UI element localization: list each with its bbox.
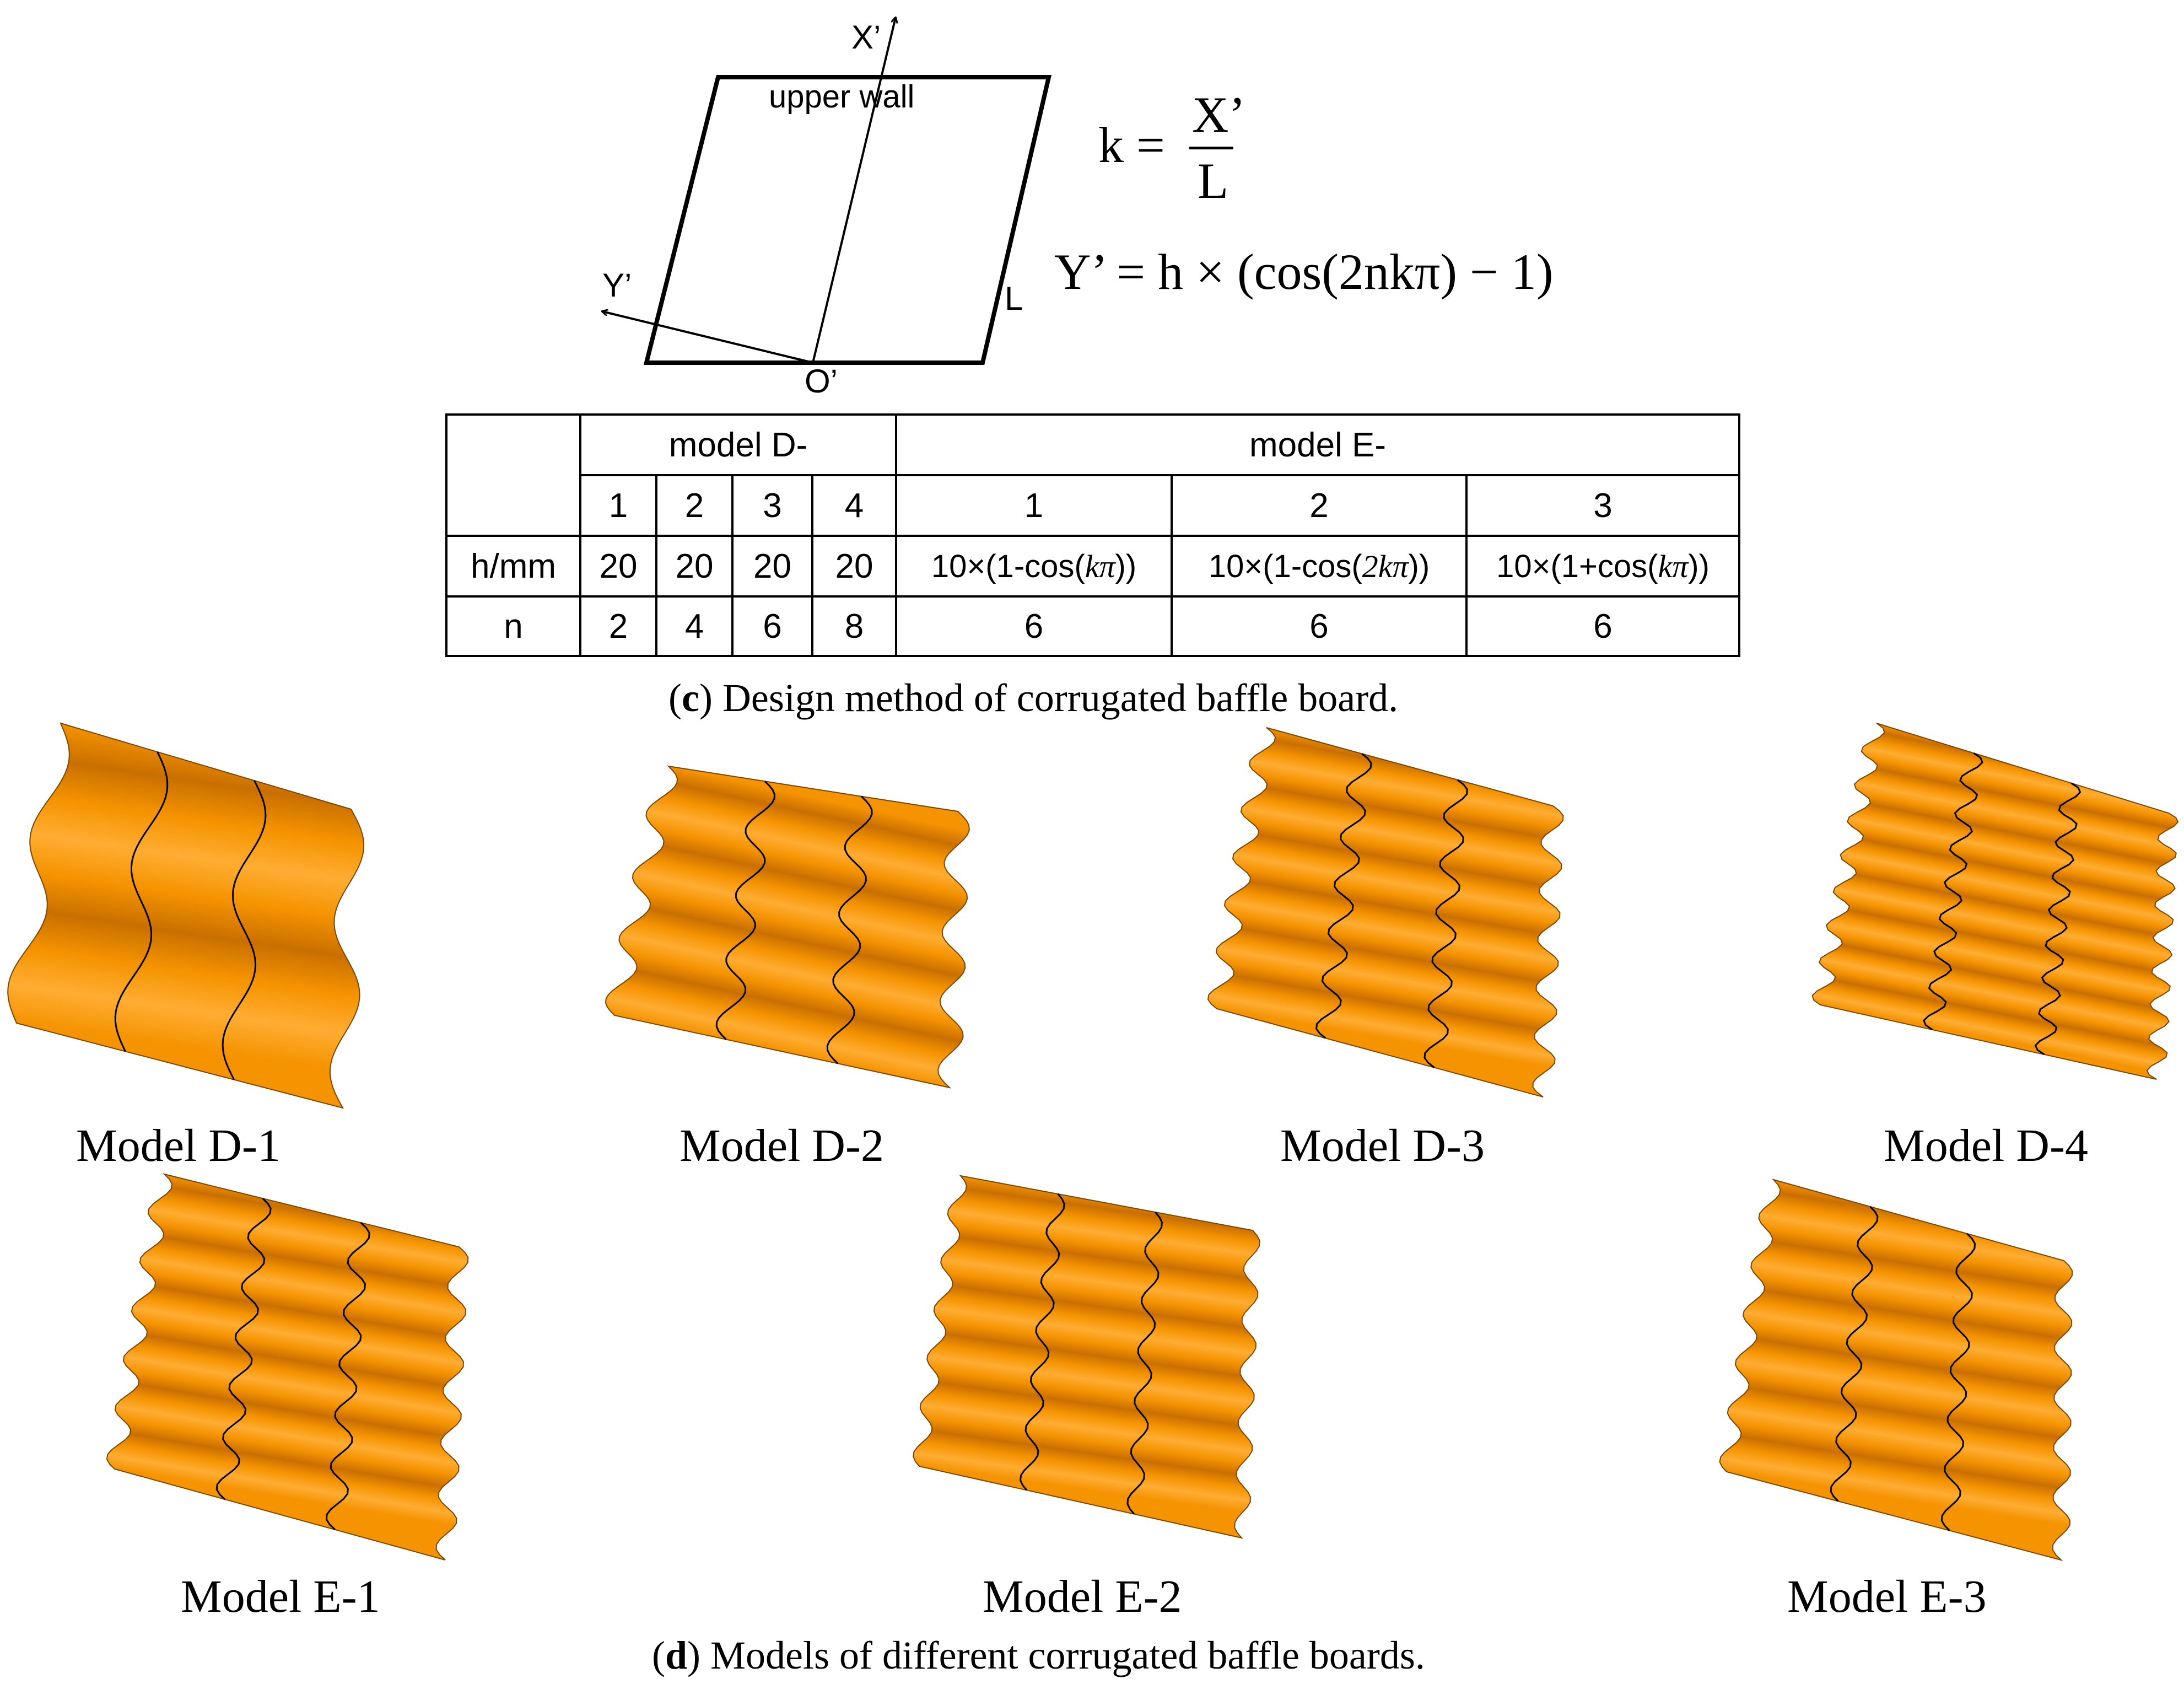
group-header-d: model D-: [579, 413, 898, 476]
parameter-table: model D- model E- 1 2 3 4 1 2 3 h/mm 20 …: [445, 413, 1741, 657]
corrugated-board-model-d-3: [1207, 727, 1564, 1097]
formula-suffix: )): [1408, 548, 1430, 584]
model-label-e3: Model E-3: [1787, 1571, 1987, 1622]
corrugated-board-model-d-4: [1811, 723, 2179, 1080]
formula-cell-e3: 10×(1+cos(kπ)): [1465, 535, 1741, 598]
board-seam-line: [222, 780, 267, 1080]
corrugated-board-model-d-1: [7, 722, 365, 1109]
board-seam-line: [1423, 779, 1468, 1068]
table-cell: 6: [1465, 595, 1741, 657]
formula-variable: 2kπ: [1362, 548, 1409, 584]
corrugated-board-model-d-2: [605, 765, 970, 1089]
caption-c: (c) Design method of corrugated baffle b…: [668, 676, 1399, 720]
caption-c-letter: c: [681, 676, 699, 720]
column-header: 3: [731, 474, 813, 537]
formula-prefix: 10×(1-cos(: [931, 548, 1085, 584]
y-axis-arrow: [602, 311, 813, 364]
model-label-e2: Model E-2: [983, 1571, 1182, 1622]
caption-d-letter: d: [665, 1633, 688, 1677]
board-seam-line: [1315, 753, 1372, 1039]
y-axis-label: Y’: [602, 267, 632, 304]
x-axis-label: X’: [851, 19, 881, 56]
board-seam-line: [1830, 1206, 1879, 1502]
board-seam-line: [715, 781, 775, 1040]
table-cell: 6: [895, 595, 1173, 657]
column-header: 1: [579, 474, 657, 537]
column-header: 2: [1171, 474, 1468, 537]
formula-variable: kπ: [1085, 548, 1115, 584]
board-seam-line: [826, 795, 873, 1064]
row-label-h: h/mm: [445, 535, 581, 598]
corrugated-board-model-e-1: [106, 1173, 469, 1561]
x-axis-arrow: [812, 18, 896, 363]
formula-prefix: 10×(1+cos(: [1496, 548, 1658, 584]
model-label-d3: Model D-3: [1280, 1120, 1485, 1171]
origin-label: O’: [805, 363, 838, 400]
table-cell: 20: [731, 535, 813, 598]
table-cell: 8: [811, 595, 898, 657]
table-cell: 6: [1171, 595, 1468, 657]
schematic-diagram: X’ upper wall Y’ L O’: [602, 18, 1052, 400]
group-header-e: model E-: [895, 413, 1741, 476]
caption-c-text: ) Design method of corrugated baffle boa…: [699, 676, 1399, 720]
model-label-e1: Model E-1: [181, 1571, 380, 1622]
column-header: 3: [1465, 474, 1741, 537]
board-seam-line: [1923, 752, 1983, 1031]
k-formula-lhs: k =: [1098, 117, 1165, 173]
k-formula-fraction-bar: [1189, 147, 1233, 149]
table-cell: 20: [811, 535, 898, 598]
board-seam-line: [1940, 1233, 1976, 1531]
table-cell: 4: [655, 595, 734, 657]
k-formula-numerator: X’: [1192, 87, 1246, 143]
table-cell: 2: [579, 595, 657, 657]
column-header: 2: [655, 474, 734, 537]
corrugated-board-models: [7, 722, 2179, 1561]
caption-d: (d) Models of different corrugated baffl…: [652, 1633, 1425, 1677]
formula-prefix: 10×(1-cos(: [1208, 548, 1362, 584]
table-cell: 20: [655, 535, 734, 598]
column-header: 1: [895, 474, 1173, 537]
board-seam-line: [114, 751, 169, 1052]
formula-cell-e2: 10×(1-cos(2kπ)): [1171, 535, 1468, 598]
corrugated-board-model-e-2: [913, 1175, 1260, 1539]
model-label-d4: Model D-4: [1884, 1120, 2088, 1171]
board-seam-line: [215, 1197, 272, 1500]
model-label-d1: Model D-1: [76, 1120, 281, 1171]
k-formula-denominator: L: [1198, 153, 1229, 209]
caption-d-text: ) Models of different corrugated baffle …: [687, 1633, 1425, 1677]
board-seam-line: [1020, 1193, 1065, 1491]
corrugated-board-model-e-3: [1719, 1179, 2073, 1561]
table-cell: 20: [579, 535, 657, 598]
board-seam-line: [325, 1222, 370, 1531]
baffle-parallelogram: [643, 75, 1052, 365]
formula-suffix: )): [1115, 548, 1137, 584]
table-corner-cell: [445, 413, 581, 537]
upper-wall-label: upper wall: [769, 79, 914, 115]
column-header: 4: [811, 474, 898, 537]
formula-suffix: )): [1688, 548, 1710, 584]
model-label-d2: Model D-2: [680, 1120, 884, 1171]
board-seam-line: [1126, 1212, 1163, 1515]
table-cell: 6: [731, 595, 813, 657]
board-seam-line: [2034, 782, 2081, 1056]
row-label-n: n: [445, 595, 581, 657]
formula-variable: kπ: [1658, 548, 1689, 584]
y-formula: Y’ = h × (cos(2nkπ) − 1): [1054, 244, 1554, 300]
side-length-label: L: [1005, 280, 1023, 317]
formula-cell-e1: 10×(1-cos(kπ)): [895, 535, 1173, 598]
